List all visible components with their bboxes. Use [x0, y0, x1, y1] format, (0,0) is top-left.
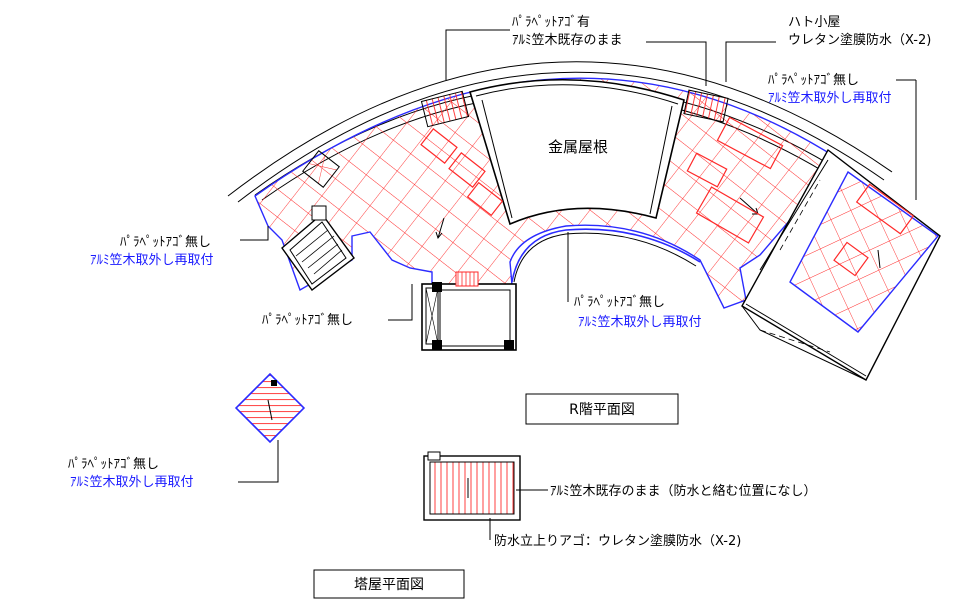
label-alumi-torihazushi-penthouse: ｱﾙﾐ笠木取外し再取付	[70, 475, 194, 490]
label-alumi-torihazushi-center: ｱﾙﾐ笠木取外し再取付	[578, 315, 702, 330]
leader-lines	[238, 29, 917, 540]
label-alumi-torihazushi-left: ｱﾙﾐ笠木取外し再取付	[90, 253, 214, 268]
r-floor-plan: 金属屋根	[254, 77, 941, 381]
metal-roof-label: 金属屋根	[548, 138, 608, 156]
right-wing-building	[741, 148, 941, 381]
title-r-floor: R階平面図	[569, 402, 635, 418]
label-parapet-ari: ﾊﾟﾗﾍﾟｯﾄｱｺﾞ有	[512, 15, 590, 30]
label-bousui-tachiagari: 防水立上りアゴ：ウレタン塗膜防水（X-2)	[494, 533, 741, 549]
penthouse-plan	[234, 372, 521, 521]
label-parapet-nashi-right: ﾊﾟﾗﾍﾟｯﾄｱｺﾞ無し	[768, 73, 859, 88]
label-alumi-kizon: ｱﾙﾐ笠木既存のまま	[512, 33, 623, 48]
title-penthouse: 塔屋平面図	[354, 577, 424, 593]
label-alumi-kizon-note: ｱﾙﾐ笠木既存のまま（防水と絡む位置になし）	[550, 483, 817, 499]
hato-koya-hatch	[789, 170, 940, 333]
label-alumi-torihazushi-right: ｱﾙﾐ笠木取外し再取付	[768, 91, 892, 106]
label-parapet-nashi-center: ﾊﾟﾗﾍﾟｯﾄｱｺﾞ無し	[574, 295, 665, 310]
stair-block-left	[281, 205, 355, 291]
label-parapet-nashi-stair: ﾊﾟﾗﾍﾟｯﾄｱｺﾞ無し	[262, 313, 353, 328]
stair-tower-center	[421, 271, 517, 351]
label-urethane: ウレタン塗膜防水（X-2)	[788, 32, 931, 48]
drawing-titles: R階平面図 塔屋平面図	[313, 393, 679, 599]
label-hato-koya: ハト小屋	[788, 15, 840, 30]
metal-roof	[468, 79, 685, 226]
annotations: ﾊﾟﾗﾍﾟｯﾄｱｺﾞ有 ｱﾙﾐ笠木既存のまま ハト小屋 ウレタン塗膜防水（X-2…	[68, 15, 931, 549]
label-parapet-nashi-left: ﾊﾟﾗﾍﾟｯﾄｱｺﾞ無し	[120, 235, 211, 250]
label-parapet-nashi-penthouse: ﾊﾟﾗﾍﾟｯﾄｱｺﾞ無し	[68, 457, 159, 472]
